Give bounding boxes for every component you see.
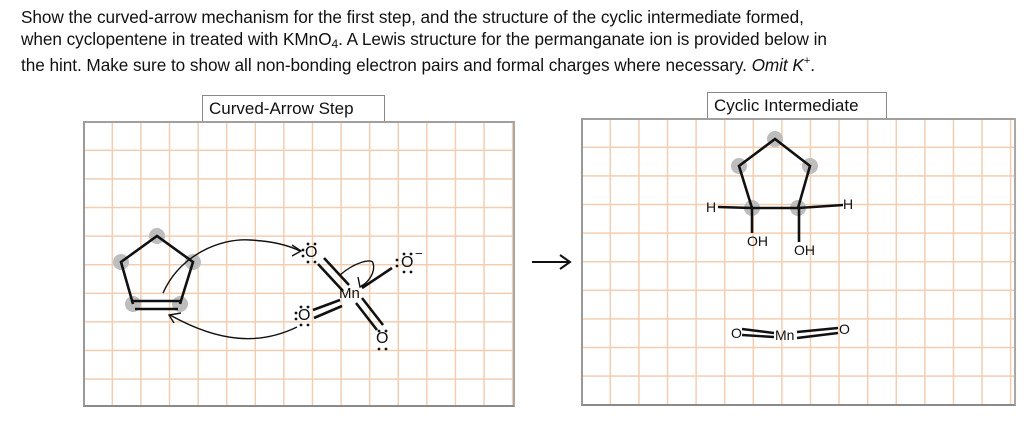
h-right-atom: H xyxy=(843,196,854,212)
question-line-3-text: the hint. Make sure to show all non-bond… xyxy=(21,55,752,75)
subscript-4: 4 xyxy=(331,37,339,51)
reaction-arrow-icon xyxy=(532,254,572,270)
mno2-o-left: O xyxy=(731,325,742,341)
mn-atom: Mn xyxy=(339,285,360,302)
tab-curved-arrow-step[interactable]: Curved-Arrow Step xyxy=(202,95,385,121)
question-line-3: the hint. Make sure to show all non-bond… xyxy=(21,54,1011,76)
question-text: Show the curved-arrow mechanism for the … xyxy=(21,6,1011,76)
curved-arrow-step-canvas[interactable] xyxy=(83,121,515,407)
o-right-charge: − xyxy=(415,246,423,261)
o-right-atom: O xyxy=(401,254,414,271)
question-line-2-text: when cyclopentene in treated with KMnO xyxy=(21,29,332,49)
omit-k-italic: Omit K xyxy=(751,55,804,75)
question-line-2-end: . A Lewis structure for the permanganate… xyxy=(338,29,827,49)
question-line-1: Show the curved-arrow mechanism for the … xyxy=(21,7,804,27)
mno2-o-right: O xyxy=(839,321,850,337)
question-line-3-end: . xyxy=(810,55,815,75)
cyclic-intermediate-canvas[interactable] xyxy=(581,118,1016,406)
oh-right-group: OH xyxy=(794,242,815,258)
o-top-atom: O xyxy=(305,244,318,261)
question-line-2: when cyclopentene in treated with KMnO4.… xyxy=(21,28,1011,50)
h-left-atom: H xyxy=(706,199,717,215)
tab-cyclic-intermediate[interactable]: Cyclic Intermediate xyxy=(707,92,887,118)
mno2-mn: Mn xyxy=(775,327,795,343)
k-plus-superscript: + xyxy=(803,55,811,67)
oh-left-group: OH xyxy=(747,233,768,249)
o-left-atom: O xyxy=(298,307,311,324)
o-bottom-atom: O xyxy=(376,330,389,347)
